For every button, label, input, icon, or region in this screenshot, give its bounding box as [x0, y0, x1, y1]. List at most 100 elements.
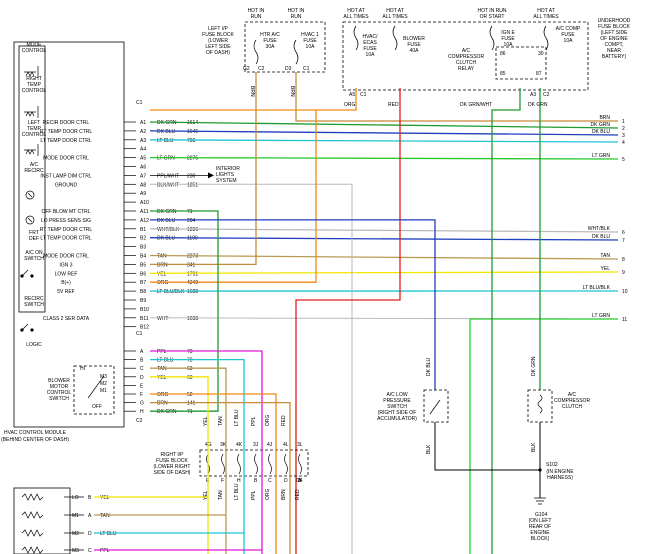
pin-function-label: MODE DOOR CTRL — [43, 254, 89, 260]
wire-a8-ground — [150, 183, 353, 554]
blower-switch-box — [73, 365, 115, 415]
right-fuse-block-label: (LOWER RIGHT — [154, 464, 191, 470]
blower-resistor-box — [13, 487, 71, 554]
ac-compressor-clutch — [527, 389, 553, 423]
c2-wire-color-label: YEL — [157, 375, 167, 381]
underhood-fuse-block-label: BATTERY) — [602, 54, 627, 60]
compressor-wire-label: BLK — [531, 442, 537, 452]
circuit-number-label: 1851 — [187, 182, 198, 188]
pin-number-label: A3 — [140, 138, 146, 144]
c2-circuit-number-label: 73 — [187, 349, 193, 355]
resistor-wire-color: PPL — [100, 548, 110, 554]
c2-pin-label: E — [140, 383, 144, 389]
module-left-label: DEF — [29, 236, 39, 242]
hot-label: ALL TIMES — [343, 14, 369, 20]
hot-label: OR START — [480, 14, 505, 20]
right-fuse-bottom-pin: B — [298, 478, 302, 484]
led-x — [27, 192, 33, 198]
wire-a2-dk-blu — [149, 130, 619, 136]
circuit-number-label: 733 — [187, 138, 196, 144]
circuit-number-label: 71 — [187, 209, 193, 215]
wire-reference-number: 3 — [622, 133, 625, 139]
pin-number-label: A6 — [140, 165, 146, 171]
right-fuse-top-pin: 4J — [267, 442, 273, 448]
wire-brn-htr-fuse — [150, 72, 257, 266]
relay-pin: 87 — [536, 71, 542, 77]
wire-c2-g-brn — [150, 401, 291, 554]
wire-reference-number: 5 — [622, 157, 625, 163]
wire-reference-number: 1 — [622, 119, 625, 125]
resistor-wire-color: LT BLU — [100, 531, 117, 537]
c2-pin-label: H — [140, 409, 144, 415]
underhood-fuse-block-label: OF ENGINE — [600, 36, 628, 42]
pin-number-label: B11 — [140, 316, 149, 322]
circuit-number-label: 230 — [187, 173, 196, 179]
c2-circuit-number-label: 72 — [187, 358, 193, 364]
right-ip-fuse-block — [199, 449, 309, 477]
ac-comp-fuse-label: 10A — [564, 38, 574, 44]
module-left-label: CONTROL — [22, 48, 47, 54]
module-left-label: TEMP — [27, 82, 42, 88]
wire-color-label: DK BLU — [157, 236, 175, 242]
wire-c2-a-ppl — [150, 350, 263, 554]
right-fuse-block-label: FUSE BLOCK — [156, 458, 188, 464]
wire-color-label: WHT/BLK — [157, 227, 180, 233]
right-fuse-bottom-wire: YEL — [203, 490, 209, 500]
interior-lights-label: LIGHTS — [216, 172, 235, 178]
right-fuse-top-pin: 4L — [283, 442, 289, 448]
wire-reference-number: 4 — [622, 140, 625, 146]
underhood-wire-label: DK GRN/WHT — [460, 102, 492, 108]
resistor-wire-color: YEL — [100, 495, 110, 501]
ign-e-fuse-label: FUSE — [501, 36, 515, 42]
underhood-pin: A5 — [349, 92, 355, 98]
module-left-label: LOGIC — [26, 342, 42, 348]
led-indicator — [25, 215, 35, 225]
wire-color-label: ORG — [157, 280, 169, 286]
right-fuse-bottom-pin: D — [284, 478, 288, 484]
hot-label: HOT AT — [386, 8, 404, 14]
wire-c2-d-yel — [150, 376, 209, 554]
hvac-ecas-fuse-label: FUSE — [363, 46, 377, 52]
wire-blk-low-pressure — [434, 422, 540, 471]
fuse-symbol — [293, 39, 299, 65]
right-wire-label: LT BLU/BLK — [583, 285, 611, 291]
pin-number-label: B6 — [140, 271, 146, 277]
c2-pin-label: F — [140, 392, 143, 398]
compressor-wire-label: DK GRN — [531, 356, 537, 376]
pin-function-label: LT TEMP DOOR CTRL — [40, 138, 92, 144]
pin-number-label: A12 — [140, 218, 149, 224]
pin-number-label: A4 — [140, 147, 146, 153]
pin-number-label: B5 — [140, 262, 146, 268]
fuse-symbol — [254, 453, 258, 475]
resistor-wire-color: TAN — [100, 513, 110, 519]
left-fuse-wire-label: BRN — [249, 86, 255, 97]
right-fuse-top-wire: TAN — [218, 416, 224, 426]
c2-wire-color-label: ORG — [157, 392, 169, 398]
module-left-label: CONTROL — [22, 88, 47, 94]
switch-contact — [20, 274, 24, 278]
circuit-number-label: 1688 — [187, 289, 198, 295]
underhood-wire-label: ORG — [344, 102, 356, 108]
hot-in-run-label: HOT IN — [248, 8, 265, 14]
hot-in-run-label: RUN — [251, 14, 262, 20]
pin-function-label: IGN 3 — [59, 262, 72, 268]
wire-a5-lt-grn — [149, 156, 619, 160]
right-wire-label: LT GRN — [592, 153, 610, 159]
resistor-pin: M2 — [72, 531, 79, 537]
hvac-ecas-fuse-label: HVAC/ — [363, 34, 379, 40]
htr-ac-fuse-label: 30A — [266, 44, 276, 50]
pin-number-label: B10 — [140, 307, 149, 313]
ac-compressor-relay-label: RELAY — [458, 66, 475, 72]
c2-wire-color-label: DK GRN — [157, 409, 177, 415]
pin-function-label: RT TEMP DOOR CTRL — [40, 227, 93, 233]
hot-label: HOT AT — [347, 8, 365, 14]
right-fuse-top-wire: LT BLU — [234, 409, 240, 426]
left-fuse-conn: C2 — [258, 66, 265, 72]
blower-switch-label: SWITCH — [49, 396, 69, 402]
fuse-symbol — [221, 453, 225, 475]
hot-in-run-label: HOT IN — [288, 8, 305, 14]
switch-contact — [30, 274, 34, 278]
c2-wire-color-label: TAN — [157, 366, 167, 372]
module-left-label: CONTROL — [22, 132, 47, 138]
